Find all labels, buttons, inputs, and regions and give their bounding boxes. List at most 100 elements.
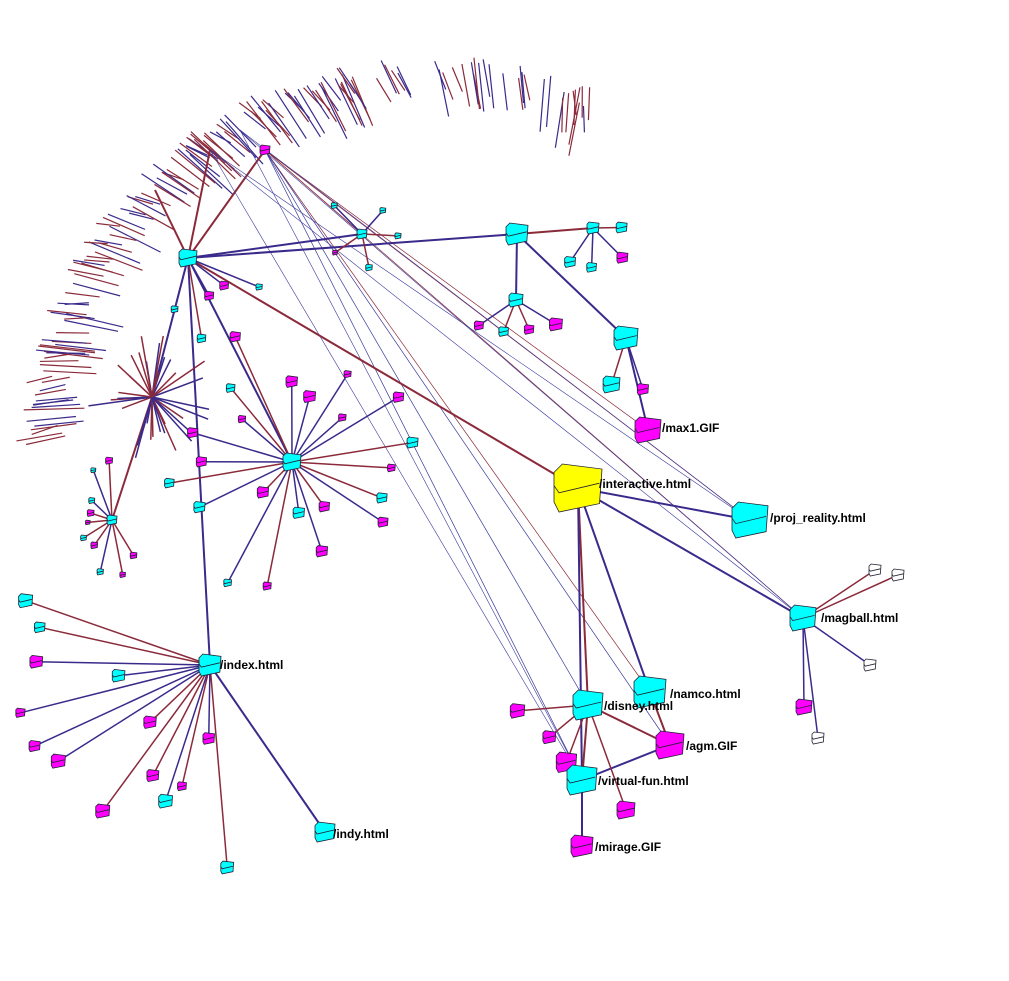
- node-cube[interactable]: [586, 262, 597, 273]
- node-h4[interactable]: [356, 228, 368, 240]
- node-cube[interactable]: [891, 568, 905, 582]
- node-cube[interactable]: [616, 800, 636, 820]
- node-cube[interactable]: [50, 753, 66, 769]
- node-cube[interactable]: [202, 732, 215, 745]
- node-virtual-fun[interactable]: [566, 764, 598, 796]
- node-cube[interactable]: [105, 456, 114, 465]
- node-cube[interactable]: [29, 654, 44, 669]
- node-cube[interactable]: [196, 333, 207, 344]
- node-cube[interactable]: [33, 621, 46, 634]
- node-index[interactable]: [198, 653, 222, 677]
- node-label-mirage[interactable]: /mirage.GIF: [595, 840, 661, 854]
- node-cube[interactable]: [868, 563, 882, 577]
- node-cube[interactable]: [90, 541, 99, 550]
- node-cube[interactable]: [292, 506, 305, 519]
- node-lhub[interactable]: [106, 514, 118, 526]
- node-cube[interactable]: [387, 463, 396, 473]
- node-cube[interactable]: [365, 263, 373, 272]
- node-cube[interactable]: [219, 280, 230, 291]
- node-cube[interactable]: [96, 568, 104, 576]
- node-agm[interactable]: [655, 730, 685, 760]
- node-cube[interactable]: [498, 326, 509, 337]
- node-cube[interactable]: [338, 413, 347, 422]
- node-cube[interactable]: [187, 427, 199, 439]
- node-namco[interactable]: [633, 675, 667, 709]
- node-cube[interactable]: [28, 740, 41, 753]
- node-label-magball[interactable]: /magball.html: [821, 611, 898, 625]
- node-fan[interactable]: [259, 144, 271, 156]
- node-cube[interactable]: [195, 456, 208, 468]
- node-cube[interactable]: [615, 221, 628, 234]
- node-cube[interactable]: [129, 551, 138, 560]
- node-cube[interactable]: [237, 415, 247, 424]
- node-root[interactable]: [178, 248, 198, 268]
- node-cube[interactable]: [473, 320, 484, 331]
- node-mirage[interactable]: [570, 834, 594, 858]
- node-cube[interactable]: [318, 500, 330, 513]
- node-cube[interactable]: [88, 497, 96, 505]
- node-cube[interactable]: [376, 492, 388, 504]
- node-cube[interactable]: [523, 324, 535, 335]
- node-max1[interactable]: [634, 416, 662, 444]
- node-disney[interactable]: [572, 689, 604, 721]
- node-cube[interactable]: [863, 658, 877, 672]
- node-cube[interactable]: [225, 383, 236, 393]
- node-cube[interactable]: [95, 803, 111, 819]
- node-cube[interactable]: [90, 467, 97, 474]
- node-h5[interactable]: [586, 221, 600, 235]
- node-h3[interactable]: [613, 325, 639, 351]
- node-cube[interactable]: [111, 668, 126, 683]
- node-h1[interactable]: [505, 222, 529, 246]
- node-cube[interactable]: [542, 730, 557, 745]
- node-label-index[interactable]: /index.html: [220, 658, 283, 672]
- node-interactive[interactable]: [553, 463, 603, 513]
- node-cube[interactable]: [564, 256, 576, 268]
- node-cube[interactable]: [392, 391, 405, 403]
- node-cube[interactable]: [795, 698, 813, 716]
- node-label-max1[interactable]: /max1.GIF: [662, 421, 719, 435]
- node-cube[interactable]: [811, 731, 825, 745]
- node-cube[interactable]: [394, 232, 402, 240]
- node-label-agm[interactable]: /agm.GIF: [686, 739, 737, 753]
- node-h2[interactable]: [508, 292, 524, 308]
- node-label-namco[interactable]: /namco.html: [670, 687, 741, 701]
- node-label-virtual-fun[interactable]: /virtual-fun.html: [598, 774, 689, 788]
- node-cube[interactable]: [255, 283, 263, 291]
- node-cube[interactable]: [303, 390, 317, 404]
- node-label-interactive[interactable]: /interactive.html: [599, 477, 691, 491]
- node-cube[interactable]: [343, 370, 352, 379]
- node-magball[interactable]: [789, 604, 817, 632]
- node-star[interactable]: [282, 452, 302, 472]
- node-cube[interactable]: [177, 781, 187, 792]
- node-cube[interactable]: [146, 769, 160, 783]
- node-label-proj-reality[interactable]: /proj_reality.html: [770, 511, 866, 525]
- node-cube[interactable]: [406, 436, 419, 449]
- node-cube[interactable]: [256, 486, 270, 499]
- node-indy[interactable]: [314, 821, 336, 843]
- node-cube[interactable]: [332, 249, 338, 256]
- node-cube[interactable]: [616, 251, 629, 264]
- node-cube[interactable]: [636, 383, 649, 396]
- node-cube[interactable]: [229, 331, 241, 343]
- node-cube[interactable]: [85, 519, 91, 526]
- node-cube[interactable]: [18, 593, 34, 609]
- node-cube[interactable]: [15, 707, 26, 718]
- node-cube[interactable]: [80, 534, 87, 542]
- node-cube[interactable]: [379, 207, 387, 214]
- node-cube[interactable]: [164, 477, 175, 489]
- node-cube[interactable]: [143, 715, 157, 729]
- node-cube[interactable]: [330, 202, 338, 210]
- node-cube[interactable]: [549, 317, 563, 332]
- node-cube[interactable]: [119, 571, 126, 578]
- node-label-indy[interactable]: /indy.html: [333, 827, 389, 841]
- node-cube[interactable]: [204, 290, 215, 301]
- node-cube[interactable]: [262, 581, 272, 591]
- node-cube[interactable]: [315, 545, 329, 558]
- node-cube[interactable]: [509, 703, 526, 719]
- node-cube[interactable]: [223, 578, 232, 588]
- node-cube[interactable]: [170, 305, 179, 314]
- node-cube[interactable]: [86, 509, 95, 517]
- node-cube[interactable]: [285, 375, 298, 388]
- node-cube[interactable]: [220, 860, 235, 875]
